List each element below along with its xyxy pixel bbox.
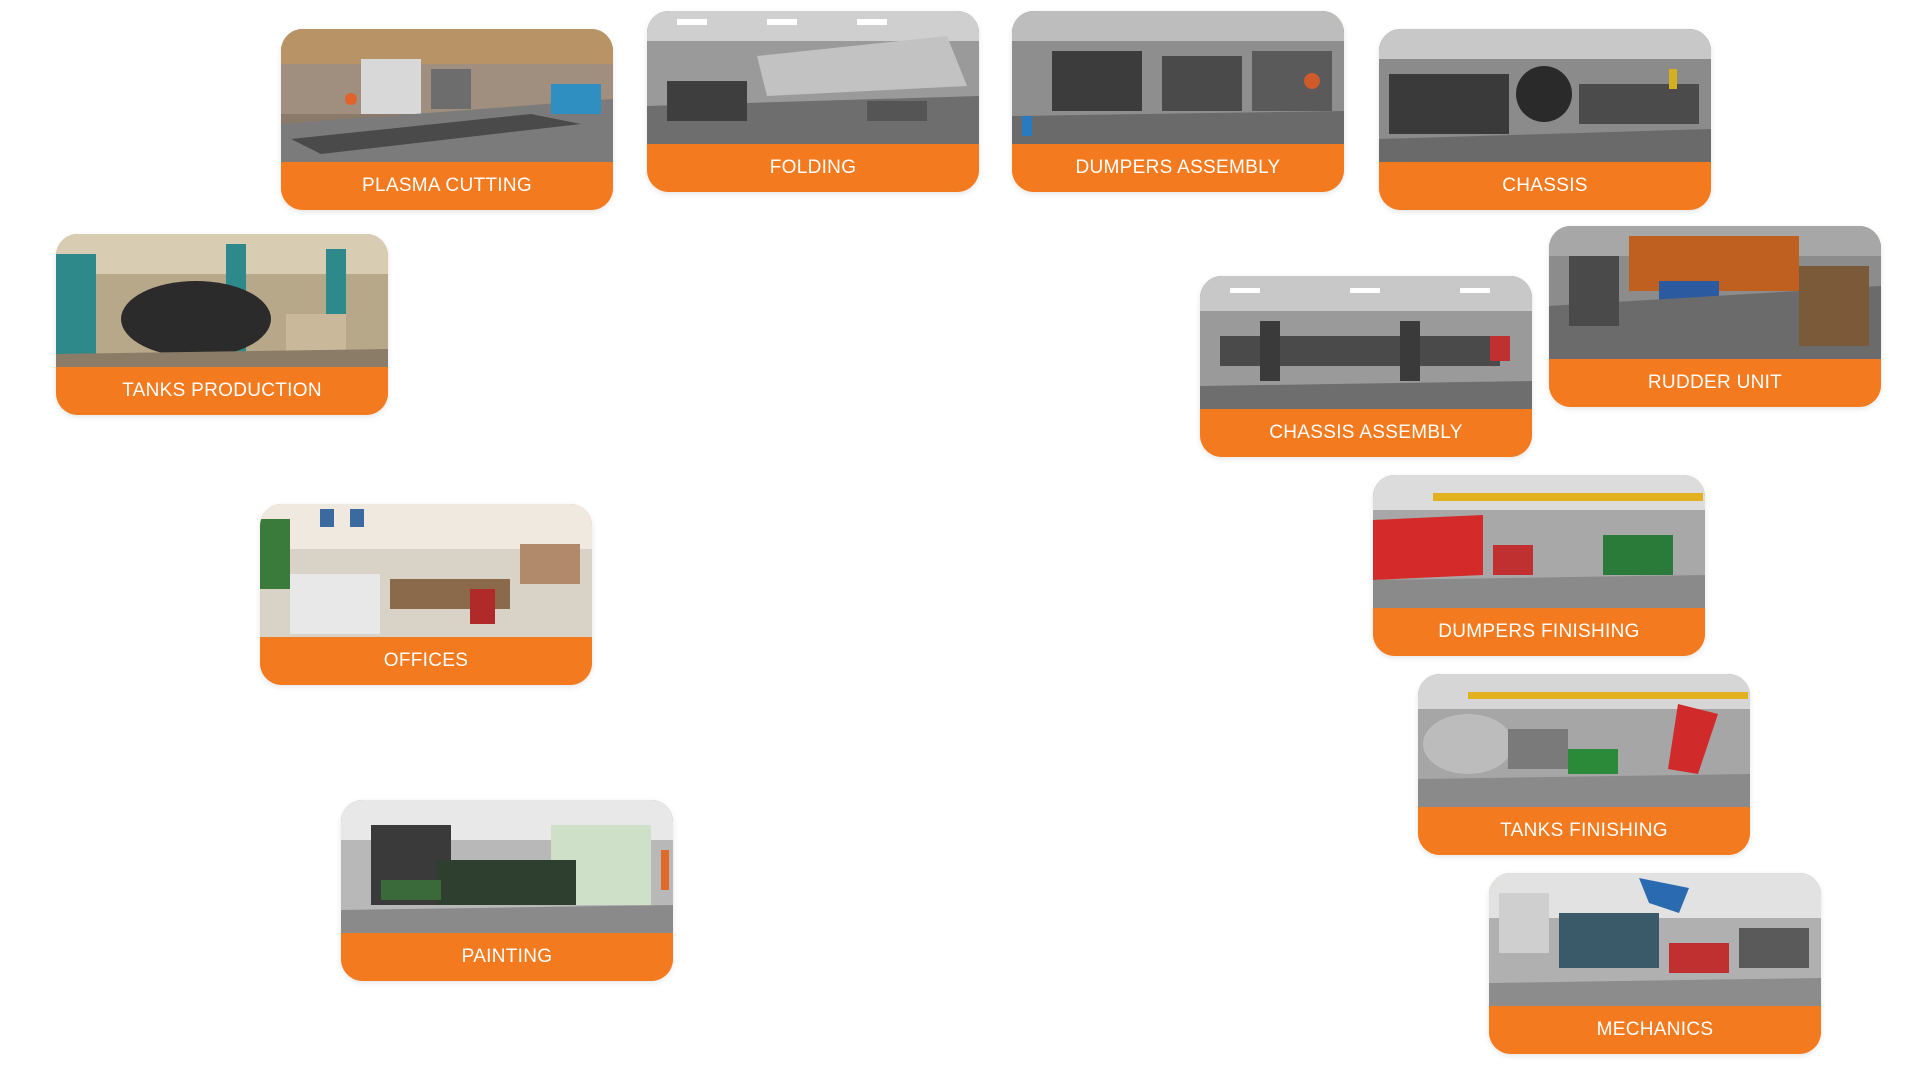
tanks-finishing-label: TANKS FINISHING <box>1418 807 1750 855</box>
card-offices[interactable]: OFFICES <box>260 504 592 685</box>
card-chassis[interactable]: CHASSIS <box>1379 29 1711 210</box>
card-dumpers-finishing[interactable]: DUMPERS FINISHING <box>1373 475 1705 656</box>
card-mechanics[interactable]: MECHANICS <box>1489 873 1821 1054</box>
folding-label: FOLDING <box>647 144 979 192</box>
dumpers-finishing-label: DUMPERS FINISHING <box>1373 608 1705 656</box>
dumpers-finishing-photo <box>1373 475 1705 608</box>
rudder-unit-photo <box>1549 226 1881 359</box>
card-tanks-finishing[interactable]: TANKS FINISHING <box>1418 674 1750 855</box>
card-folding[interactable]: FOLDING <box>647 11 979 192</box>
tanks-finishing-photo <box>1418 674 1750 807</box>
offices-photo <box>260 504 592 637</box>
card-plasma-cutting[interactable]: PLASMA CUTTING <box>281 29 613 210</box>
folding-photo <box>647 11 979 144</box>
card-chassis-assembly[interactable]: CHASSIS ASSEMBLY <box>1200 276 1532 457</box>
chassis-label: CHASSIS <box>1379 162 1711 210</box>
card-painting[interactable]: PAINTING <box>341 800 673 981</box>
chassis-photo <box>1379 29 1711 162</box>
tanks-production-label: TANKS PRODUCTION <box>56 367 388 415</box>
card-rudder-unit[interactable]: RUDDER UNIT <box>1549 226 1881 407</box>
mechanics-photo <box>1489 873 1821 1006</box>
painting-label: PAINTING <box>341 933 673 981</box>
mechanics-label: MECHANICS <box>1489 1006 1821 1054</box>
chassis-assembly-photo <box>1200 276 1532 409</box>
card-dumpers-assembly[interactable]: DUMPERS ASSEMBLY <box>1012 11 1344 192</box>
chassis-assembly-label: CHASSIS ASSEMBLY <box>1200 409 1532 457</box>
dumpers-assembly-photo <box>1012 11 1344 144</box>
offices-label: OFFICES <box>260 637 592 685</box>
plasma-cutting-label: PLASMA CUTTING <box>281 162 613 210</box>
painting-photo <box>341 800 673 933</box>
plasma-cutting-photo <box>281 29 613 162</box>
card-tanks-production[interactable]: TANKS PRODUCTION <box>56 234 388 415</box>
dumpers-assembly-label: DUMPERS ASSEMBLY <box>1012 144 1344 192</box>
rudder-unit-label: RUDDER UNIT <box>1549 359 1881 407</box>
tanks-production-photo <box>56 234 388 367</box>
